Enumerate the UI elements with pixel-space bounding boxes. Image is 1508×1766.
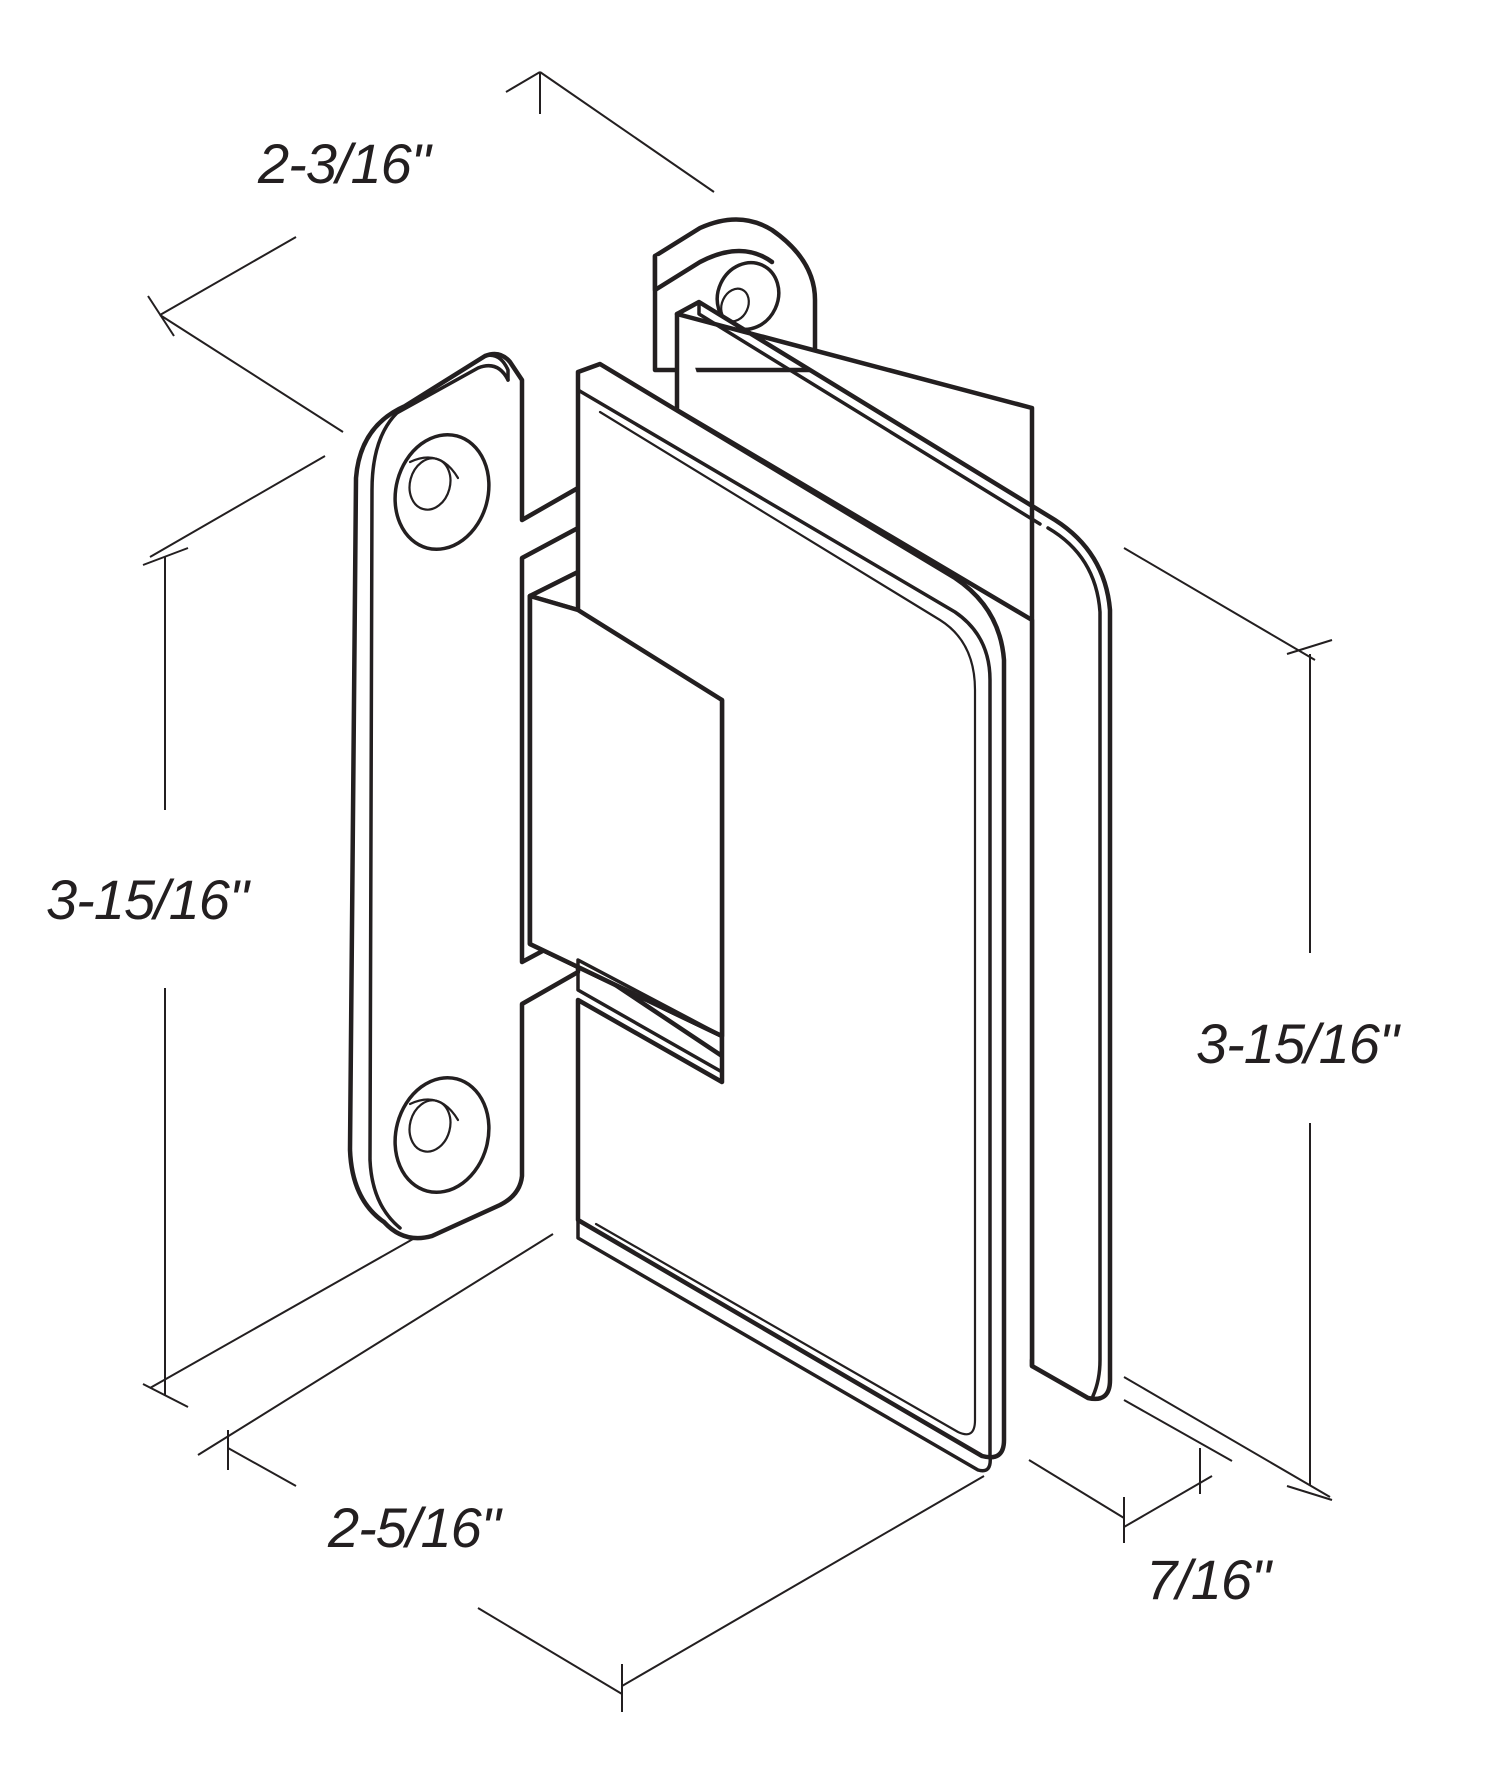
front-clamp-plate xyxy=(575,361,1007,1473)
dim-top-width-line xyxy=(147,71,715,433)
dim-right-height-line xyxy=(1123,547,1333,1501)
dimension-lines xyxy=(142,71,1333,1712)
dim-thickness-line xyxy=(1028,1399,1233,1543)
dim-top-width-label: 2-3/16" xyxy=(258,132,431,195)
dim-bottom-width-label: 2-5/16" xyxy=(328,1496,501,1559)
hinge-knuckle xyxy=(527,593,725,1074)
dim-right-height-label: 3-15/16" xyxy=(1196,1012,1399,1075)
dim-left-height-line xyxy=(142,455,414,1408)
dim-thickness-label: 7/16" xyxy=(1146,1548,1271,1611)
dim-left-height-label: 3-15/16" xyxy=(46,868,249,931)
dim-bottom-width-line xyxy=(197,1233,985,1712)
